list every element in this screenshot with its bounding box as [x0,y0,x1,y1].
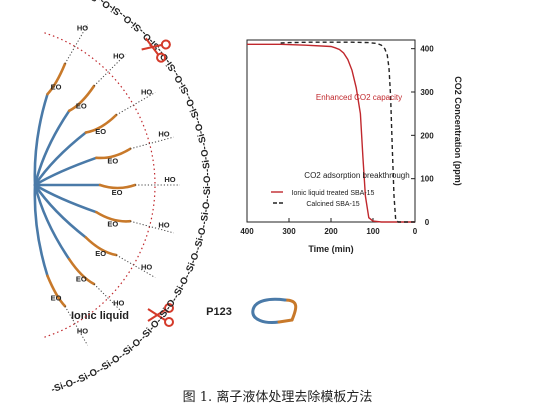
series-lines [247,41,415,223]
mirrored-figure: 0 100 200 300 400 0 100 200 300 400 Time (min) C… [33,0,463,395]
breakthrough-chart: 0 100 200 300 400 0 100 200 300 400 Time (min) C… [240,39,463,254]
hydrogen-bond [93,53,127,87]
eo-arm [46,274,67,308]
eo-label: EO [95,249,106,258]
silica-chain-segment: -Si-O- [199,198,213,225]
hydrogen-bond [115,92,156,116]
hydrogen-bond [130,220,174,234]
ppo-chain [33,183,49,278]
eo-arm [67,257,96,286]
y-tick-label: 0 [425,218,430,227]
silica-chain-segment: -Si-O- [171,70,193,98]
eo-label: EO [51,82,62,91]
hydroxyl-label: HO [158,130,169,139]
eo-label: EO [107,156,118,165]
ionic-liquid-label: Ionic liquid [71,310,129,322]
silica-chain-segment: -Si-O- [183,248,203,276]
figure-caption: 图 1. 离子液体处理去除模板方法 [182,390,373,405]
ppo-chain [33,92,49,187]
chart-legend: Ionic liquid treated SBA-15 Calcined SBA… [271,190,375,208]
eo-arm [67,84,96,113]
x-tick-label: 300 [282,227,296,236]
x-tick-label: 400 [240,227,254,236]
eo-arm [95,210,132,223]
p123-ppo-segment [251,297,287,324]
p123-label: P123 [206,306,232,318]
silica-chain-segment: -Si-O- [119,11,146,36]
legend-label-calcined: Calcined SBA-15 [306,201,359,208]
x-tick-label: 0 [413,227,418,236]
eo-label: EO [107,220,118,229]
eo-label: EO [76,102,87,111]
silica-chain-segment: -Si-O- [183,94,203,122]
eo-arm [98,183,137,190]
x-tick-label: 200 [324,227,338,236]
silica-chain-segment: -Si-O- [98,0,126,19]
chart-title: CO2 adsorption breakthrough [304,171,409,180]
ionic-liquid-legend: Ionic liquid [71,303,174,327]
eo-label: EO [76,274,87,283]
eo-arm [84,236,118,257]
silica-chain-segment: -Si-O- [199,146,213,173]
hydrogen-bond [115,254,156,278]
eo-label: EO [95,127,106,136]
eo-arm [46,62,67,96]
hydroxyl-label: HO [77,23,88,32]
scissors-handle [160,39,171,50]
eo-label: EO [51,294,62,303]
y-tick-label: 300 [420,88,434,97]
scissors-blade [144,37,159,56]
eo-label: EO [112,188,123,197]
p123-eo-left [283,298,298,322]
silica-chain-segment: -Si-O- [97,351,125,374]
hydroxyl-label: HO [141,263,152,272]
legend-label-ionic: Ionic liquid treated SBA-15 [292,190,375,197]
hydroxyl-label: HO [113,299,124,308]
ppo-chain [33,183,88,239]
scissors-icon [141,37,171,63]
silica-chain-segment: -Si-O- [192,224,209,252]
y-tick-label: 100 [420,175,434,184]
silica-chain-segment: -Si-O- [119,335,146,360]
hydrogen-bond [64,24,88,65]
y-tick-label: 400 [420,45,434,54]
x-axis-ticks: 0 100 200 300 400 [240,218,418,236]
hydroxyl-label: HO [164,175,175,184]
x-tick-label: 100 [366,227,380,236]
eo-arm [95,147,132,160]
silica-chain-segment: -Si-O- [138,316,164,342]
chart-annotation: Enhanced CO2 capacity [316,93,402,102]
silica-chain-segment: -Si-O- [171,272,193,300]
scissors-handle [156,52,167,63]
series-line-calcined [280,41,415,223]
y-tick-label: 200 [420,131,434,140]
silica-chain-segment: -Si-O- [202,172,213,198]
ppo-chain [33,156,98,187]
series-line-ionic-liquid [247,43,415,223]
x-axis-label: Time (min) [308,244,353,254]
hydrogen-bond [130,136,174,150]
eo-arm [84,113,118,134]
p123-legend: P123 [206,297,298,324]
ppo-chain [33,183,71,261]
ppo-chain [33,109,71,187]
silica-chain-segment: -Si-O- [193,119,210,147]
hydroxyl-label: HO [113,51,124,60]
hydrogen-bond [93,283,127,317]
hydroxyl-label: HO [77,327,88,336]
scissors-icon [147,303,174,327]
silica-chain-segment: -Si-O- [74,365,102,386]
ppo-chain [33,183,98,214]
silica-chain-segment: -Si-O- [139,28,165,54]
hydrogen-bond [64,305,88,346]
y-axis-label: CO2 Concentration (ppm) [453,76,463,186]
ppo-chain [33,131,88,187]
hydroxyl-label: HO [158,220,169,229]
hydroxyl-label: HO [141,88,152,97]
p123-eo-right [277,318,294,324]
pore-surface-diagram: -Si-O--Si-O--Si-O--Si-O--Si-O--Si-O--Si-… [33,0,213,395]
y-axis-ticks: 0 100 200 300 400 [411,45,434,227]
